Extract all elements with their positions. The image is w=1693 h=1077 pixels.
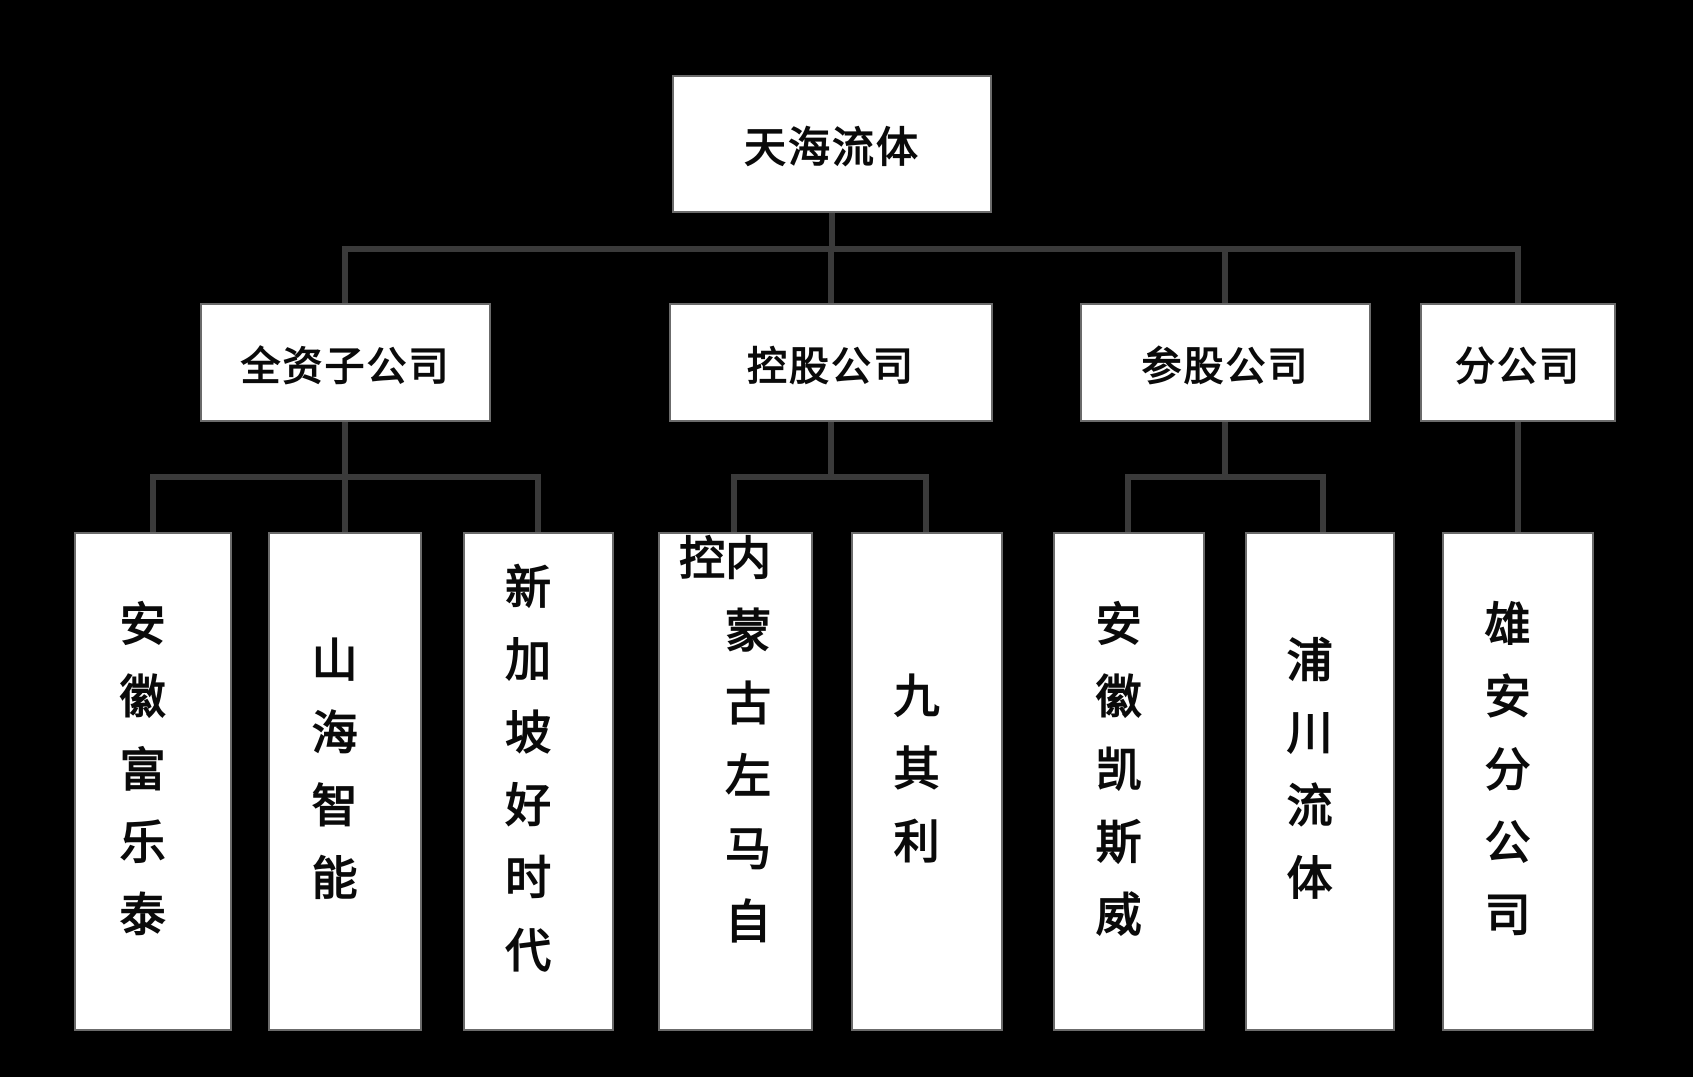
connector-drop-holding	[828, 246, 834, 303]
org-node-singapore-haoshidai: 新加坡好时代	[463, 532, 614, 1031]
org-node-shanhai-zhineng: 山海智能	[268, 532, 422, 1031]
org-node-label: 雄安分公司	[1478, 599, 1531, 964]
org-node-jiuqili: 九其利	[851, 532, 1003, 1031]
org-node-participating-companies: 参股公司	[1080, 303, 1371, 422]
org-node-label: 参股公司	[1141, 344, 1310, 389]
connector-drop-neimenggu	[731, 474, 737, 532]
connector-branch-stem	[1515, 421, 1521, 532]
connector-participating-bar	[1125, 474, 1326, 480]
org-node-branch-companies: 分公司	[1420, 303, 1616, 422]
connector-drop-branch	[1515, 246, 1521, 303]
org-node-holding-companies: 控股公司	[669, 303, 993, 422]
org-node-root-label: 天海流体	[743, 123, 920, 171]
connector-level2-bar	[342, 246, 1521, 252]
connector-drop-kaisiwei	[1125, 474, 1131, 532]
org-node-neimenggu-zuoma-zikong: 内蒙古左马自控	[658, 532, 813, 1031]
connector-drop-singapore	[535, 474, 541, 532]
org-node-label: 浦川流体	[1280, 636, 1333, 927]
org-node-label: 安徽凯斯威	[1089, 599, 1142, 964]
org-node-xiongan-branch: 雄安分公司	[1442, 532, 1594, 1031]
org-node-wholly-owned-subsidiaries: 全资子公司	[200, 303, 491, 422]
org-node-label: 山海智能	[305, 636, 358, 927]
org-node-anhui-fuletai: 安徽富乐泰	[74, 532, 232, 1031]
org-node-label: 九其利	[887, 672, 940, 891]
org-node-label: 控股公司	[747, 344, 915, 389]
org-node-label: 安徽富乐泰	[113, 599, 166, 964]
org-node-anhui-kaisiwei: 安徽凯斯威	[1053, 532, 1205, 1031]
connector-drop-puchuan	[1320, 474, 1326, 532]
org-node-root: 天海流体	[672, 75, 992, 213]
connector-wholly-owned-stem	[342, 421, 348, 480]
connector-drop-wholly-owned	[342, 246, 348, 303]
connector-drop-shanhai	[342, 474, 348, 532]
connector-drop-jiuqili	[923, 474, 929, 532]
org-node-label: 内蒙古左马自控	[673, 534, 772, 971]
org-node-label: 新加坡好时代	[499, 563, 552, 1000]
org-node-label: 分公司	[1455, 344, 1581, 389]
connector-drop-participating	[1222, 246, 1228, 303]
connector-holding-stem	[828, 421, 834, 480]
org-node-label: 全资子公司	[240, 344, 451, 389]
connector-root-stem	[829, 212, 835, 252]
connector-participating-stem	[1222, 421, 1228, 480]
connector-drop-fuletai	[150, 474, 156, 532]
connector-holding-bar	[731, 474, 929, 480]
org-node-puchuan-liuti: 浦川流体	[1245, 532, 1395, 1031]
